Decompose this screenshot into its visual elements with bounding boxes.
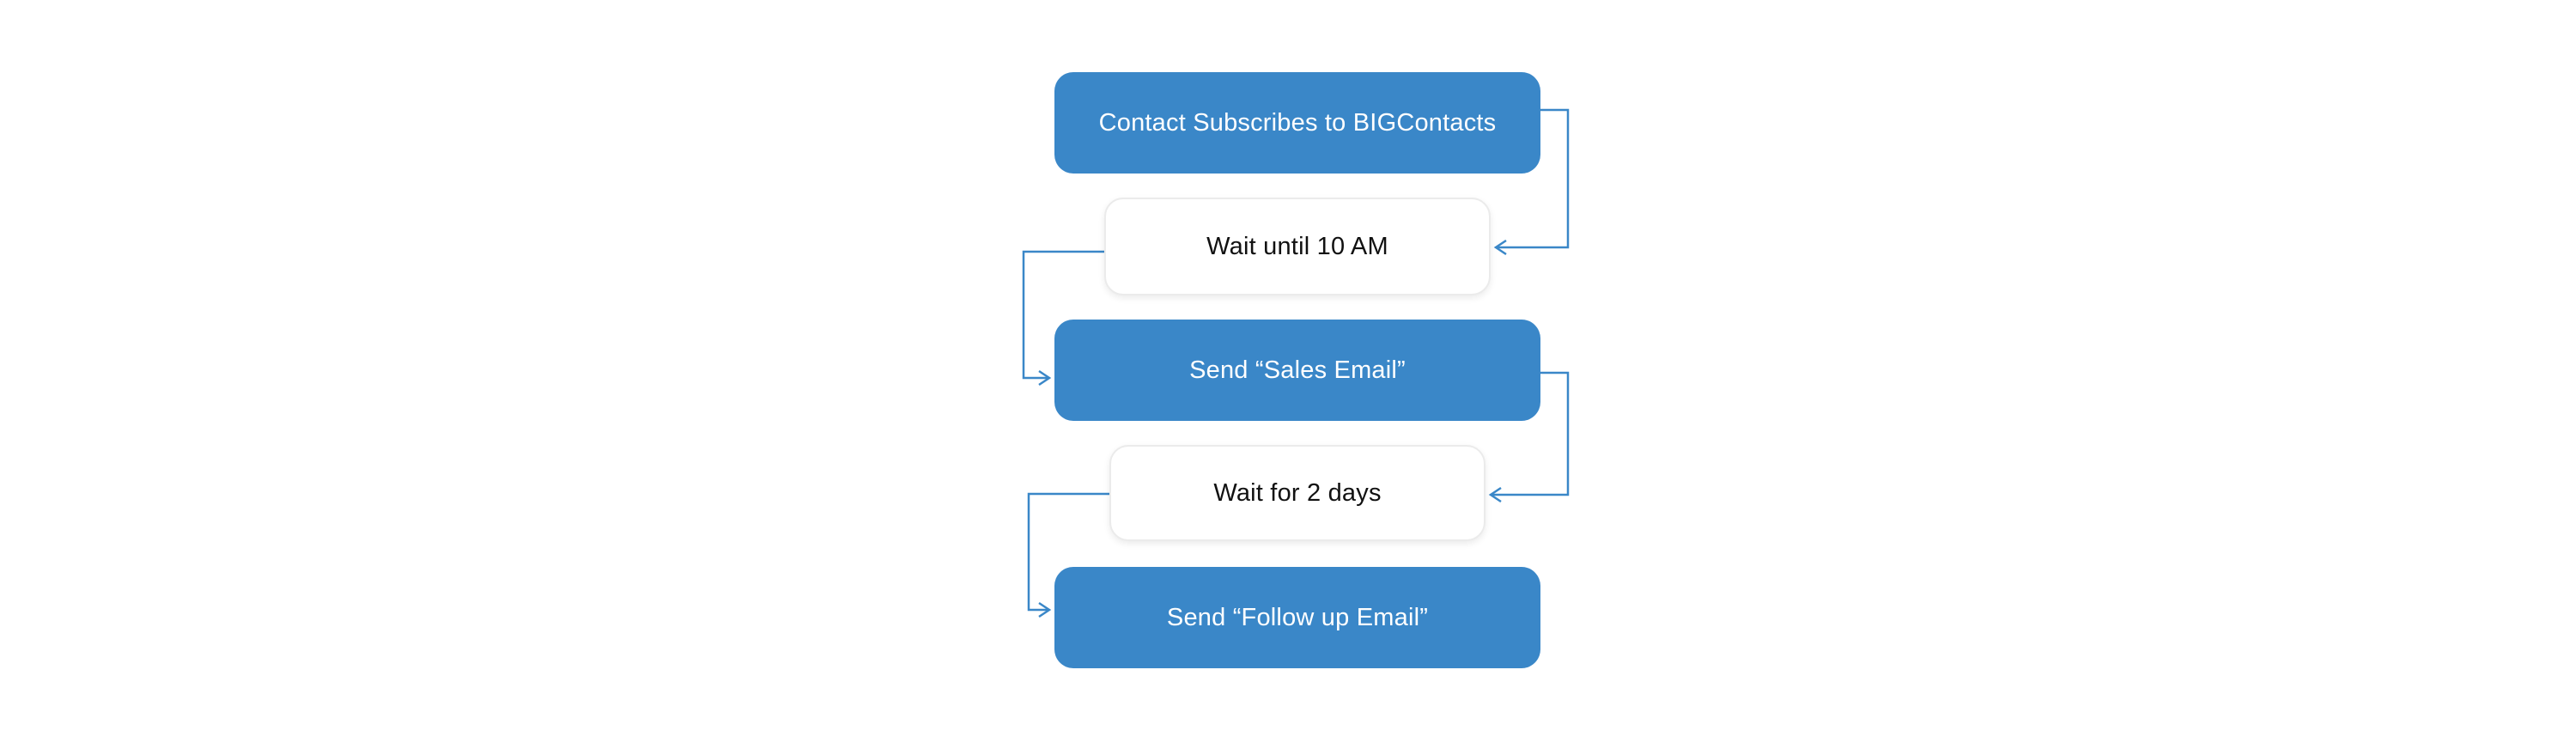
- send-step-label: Send “Follow up Email”: [1166, 603, 1429, 631]
- wait-step-2-days[interactable]: Wait for 2 days: [1109, 445, 1485, 541]
- send-follow-up-email-step[interactable]: Send “Follow up Email”: [1054, 567, 1540, 668]
- wait-step-until-10am[interactable]: Wait until 10 AM: [1104, 198, 1491, 295]
- connector-2-to-3-arrowhead: [1038, 369, 1052, 387]
- wait-step-label: Wait until 10 AM: [1206, 232, 1388, 260]
- connector-1-to-2: [1496, 108, 1570, 249]
- connector-4-to-5-arrowhead: [1038, 601, 1052, 618]
- connector-1-to-2-arrowhead: [1493, 239, 1507, 256]
- connector-3-to-4-arrowhead: [1488, 486, 1502, 503]
- trigger-step-label: Contact Subscribes to BIGContacts: [1098, 108, 1497, 137]
- connector-2-to-3: [1022, 250, 1104, 380]
- connector-3-to-4: [1491, 371, 1570, 496]
- send-sales-email-step[interactable]: Send “Sales Email”: [1054, 320, 1540, 421]
- send-step-label: Send “Sales Email”: [1189, 356, 1406, 384]
- trigger-step-contact-subscribes[interactable]: Contact Subscribes to BIGContacts: [1054, 72, 1540, 174]
- wait-step-label: Wait for 2 days: [1213, 478, 1382, 507]
- connector-4-to-5: [1027, 492, 1109, 612]
